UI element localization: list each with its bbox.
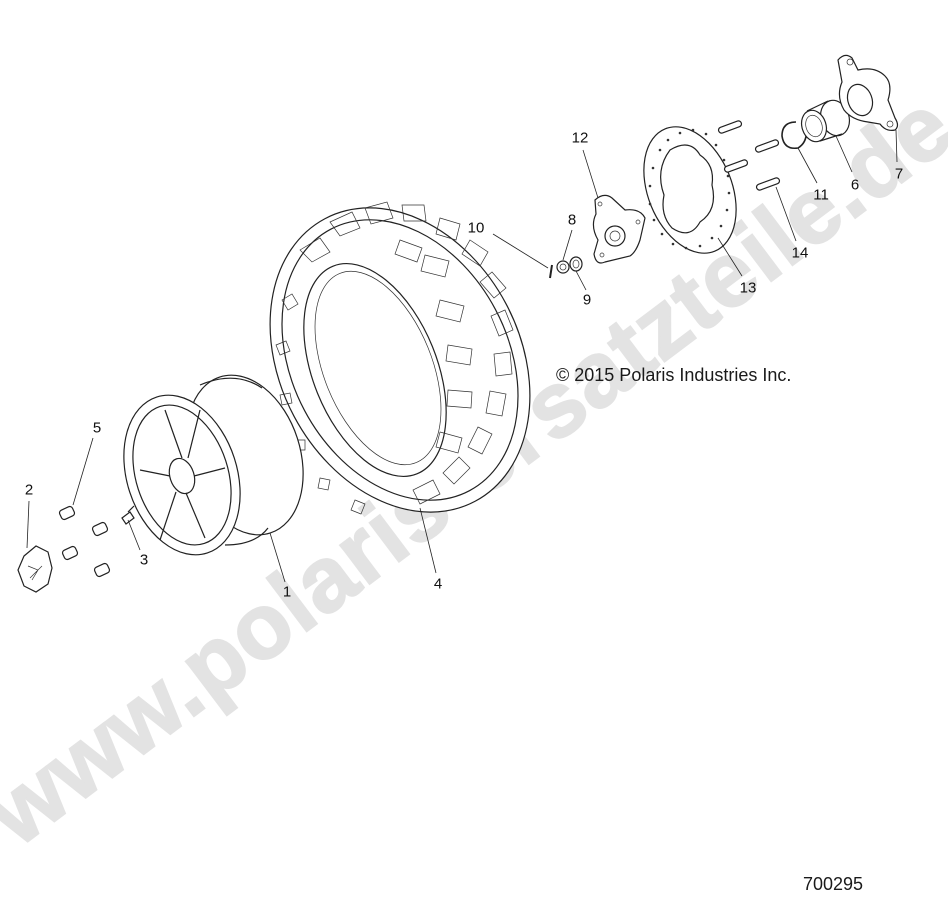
tire-drawing [269,201,531,515]
nut-drawing [556,260,570,274]
callout-6[interactable]: 6 [850,176,860,194]
callout-2[interactable]: 2 [24,481,34,499]
wheel-hub-drawing [592,194,646,264]
lug-nuts-drawing [58,505,111,578]
bearing-drawing [800,99,851,143]
callout-1[interactable]: 1 [282,583,292,601]
studs-drawing [717,120,781,191]
callout-5[interactable]: 5 [92,419,102,437]
brake-disc-drawing [643,126,737,254]
callout-12[interactable]: 12 [571,129,589,147]
callout-8[interactable]: 8 [567,211,577,229]
washer-drawing [569,256,583,272]
retaining-ring-drawing [781,121,808,150]
cotter-pin-drawing [549,264,553,279]
callout-7[interactable]: 7 [894,165,904,183]
hub-cap-drawing [17,545,53,593]
leader-lines [26,129,898,583]
callout-11[interactable]: 11 [813,186,829,204]
callout-13[interactable]: 13 [739,279,757,297]
callout-9[interactable]: 9 [582,291,592,309]
callout-14[interactable]: 14 [791,244,809,262]
callout-4[interactable]: 4 [433,575,443,593]
valve-stem-drawing [121,505,135,525]
copyright-notice: © 2015 Polaris Industries Inc. [556,365,792,385]
callout-3[interactable]: 3 [139,551,149,569]
callout-10[interactable]: 10 [467,219,485,237]
steering-knuckle-drawing [837,54,899,131]
wheel-rim-drawing [123,374,304,556]
figure-number: 700295 [803,874,864,894]
